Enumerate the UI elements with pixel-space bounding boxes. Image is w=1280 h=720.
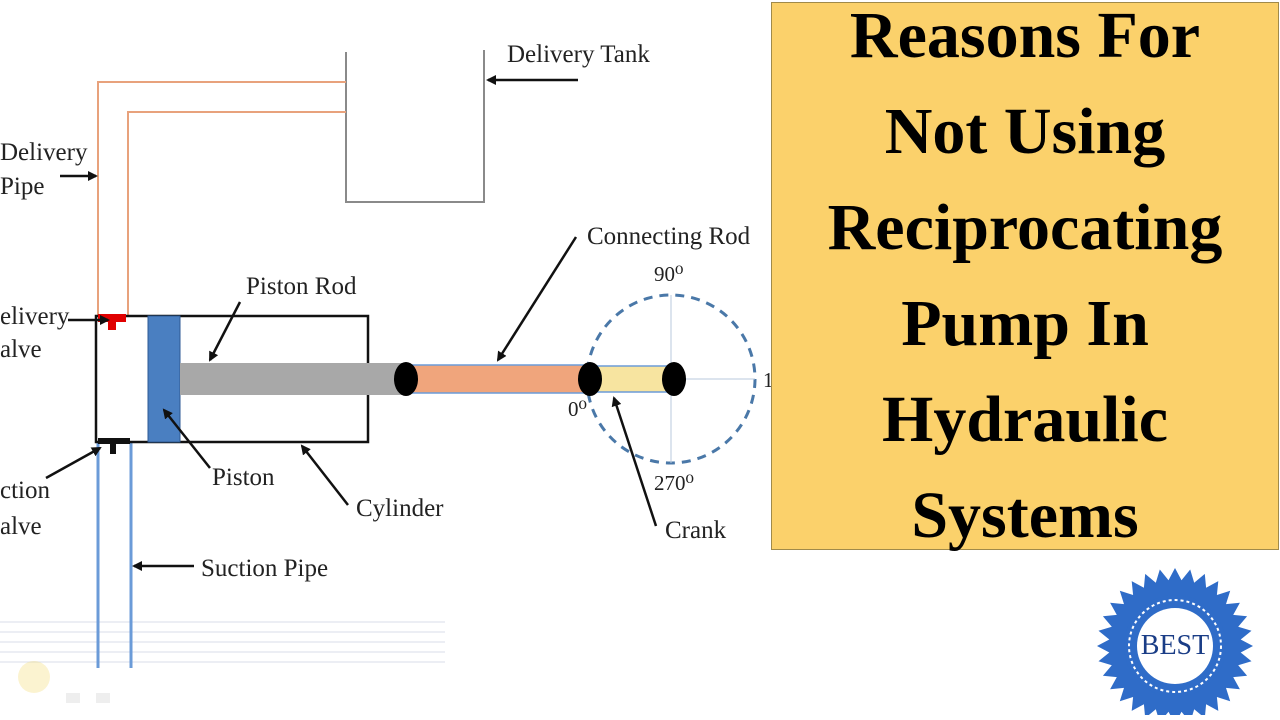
label-angle-180: 1 — [763, 368, 774, 392]
title-line: Not Using — [884, 95, 1166, 168]
title-line: Reasons For — [849, 0, 1201, 72]
arrow-piston-rod — [208, 301, 242, 362]
delivery-pipe-outer — [97, 81, 346, 316]
water-lines — [0, 621, 445, 663]
suction-valve — [98, 438, 130, 454]
badge-text: BEST — [1140, 629, 1210, 661]
faint-toolbar — [18, 661, 110, 703]
pin-crank-end — [662, 362, 686, 396]
title-line: Pump In — [901, 287, 1149, 360]
crank — [589, 365, 675, 393]
label-delivery-pipe-line1: Delivery — [0, 139, 88, 166]
title-line: Systems — [911, 479, 1139, 552]
title-line: Reciprocating — [827, 191, 1223, 264]
arrow-suction-valve — [45, 446, 102, 480]
title-panel: Reasons For Not Using Reciprocating Pump… — [771, 0, 1279, 552]
best-badge: BEST — [1090, 560, 1260, 720]
video-title: Reasons For Not Using Reciprocating Pump… — [772, 0, 1278, 564]
label-suction-pipe: Suction Pipe — [201, 555, 328, 582]
connecting-rod — [405, 364, 591, 394]
arrow-connecting-rod — [496, 236, 578, 362]
arrow-piston — [162, 408, 211, 469]
label-piston-rod: Piston Rod — [246, 273, 357, 300]
delivery-tank — [345, 50, 485, 203]
pin-crank-joint — [578, 362, 602, 396]
label-angle-270: 270⁰ — [654, 471, 694, 495]
title-line: Hydraulic — [881, 383, 1168, 456]
label-connecting-rod: Connecting Rod — [587, 223, 751, 250]
delivery-valve — [98, 314, 126, 330]
label-suction-valve-line2: alve — [0, 513, 42, 540]
label-angle-0: 0⁰ — [568, 397, 587, 421]
piston-rod — [180, 363, 406, 395]
label-suction-valve-line1: ction — [0, 477, 50, 504]
label-delivery-tank: Delivery Tank — [507, 41, 650, 68]
label-cylinder: Cylinder — [356, 495, 444, 522]
label-delivery-pipe-line2: Pipe — [0, 173, 44, 200]
label-delivery-valve-line1: elivery — [0, 303, 70, 330]
delivery-pipe-inner — [127, 111, 346, 316]
label-piston: Piston — [212, 464, 275, 491]
label-crank: Crank — [665, 517, 727, 544]
label-delivery-valve-line2: alve — [0, 336, 42, 363]
badge-seal-icon — [1097, 568, 1253, 720]
arrow-cylinder — [300, 444, 349, 506]
arrow-crank — [611, 396, 658, 527]
label-angle-90: 90⁰ — [654, 262, 683, 286]
pin-rod-joint — [394, 362, 418, 396]
